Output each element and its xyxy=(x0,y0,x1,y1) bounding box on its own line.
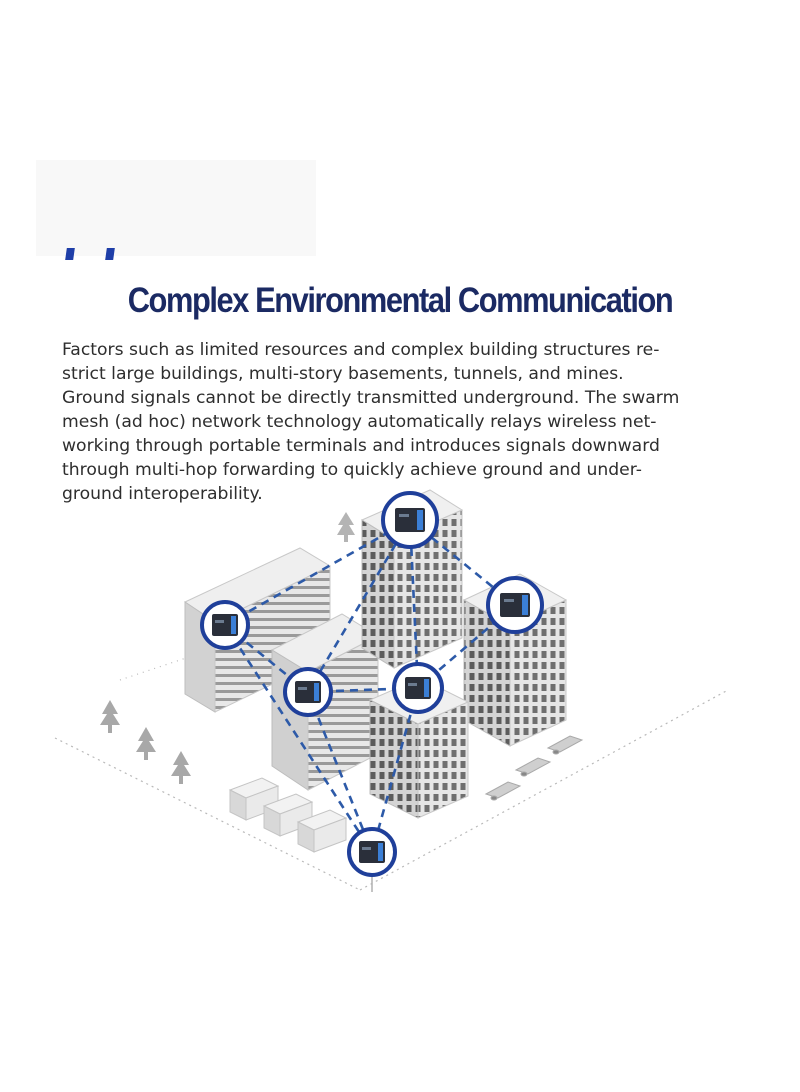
faint-header-band xyxy=(36,160,316,256)
building-right xyxy=(462,573,568,747)
description-line: working through portable terminals and i… xyxy=(62,436,660,456)
description-line: strict large buildings, multi-story base… xyxy=(62,364,624,384)
description-line: ground interoperability. xyxy=(62,484,263,504)
tree-icon xyxy=(337,512,355,542)
accent-mark-left xyxy=(65,248,75,260)
tree-icon xyxy=(100,700,120,733)
description-line: Factors such as limited resources and co… xyxy=(62,340,660,360)
accent-mark-right xyxy=(105,248,115,260)
container-row xyxy=(228,777,348,853)
wireless-terminal-icon xyxy=(392,662,444,714)
car-icon xyxy=(484,781,522,801)
page-title: Complex Environmental Communication xyxy=(127,281,674,320)
description-line: Ground signals cannot be directly transm… xyxy=(62,388,680,408)
description-line: mesh (ad hoc) network technology automat… xyxy=(62,412,657,432)
wireless-terminal-icon xyxy=(200,600,250,650)
car-icon xyxy=(546,735,584,755)
description-line: through multi-hop forwarding to quickly … xyxy=(62,460,642,480)
ground-plane xyxy=(54,639,729,891)
tree-icon xyxy=(136,727,156,760)
description-paragraph: Factors such as limited resources and co… xyxy=(62,338,742,506)
tree-icon xyxy=(171,751,191,784)
wireless-terminal-icon xyxy=(486,576,544,634)
car-icon xyxy=(514,757,552,777)
wireless-terminal-icon xyxy=(283,667,333,717)
wireless-terminal-icon xyxy=(347,827,397,892)
wireless-terminal-icon xyxy=(381,491,439,549)
mesh-network-illustration xyxy=(54,489,729,892)
